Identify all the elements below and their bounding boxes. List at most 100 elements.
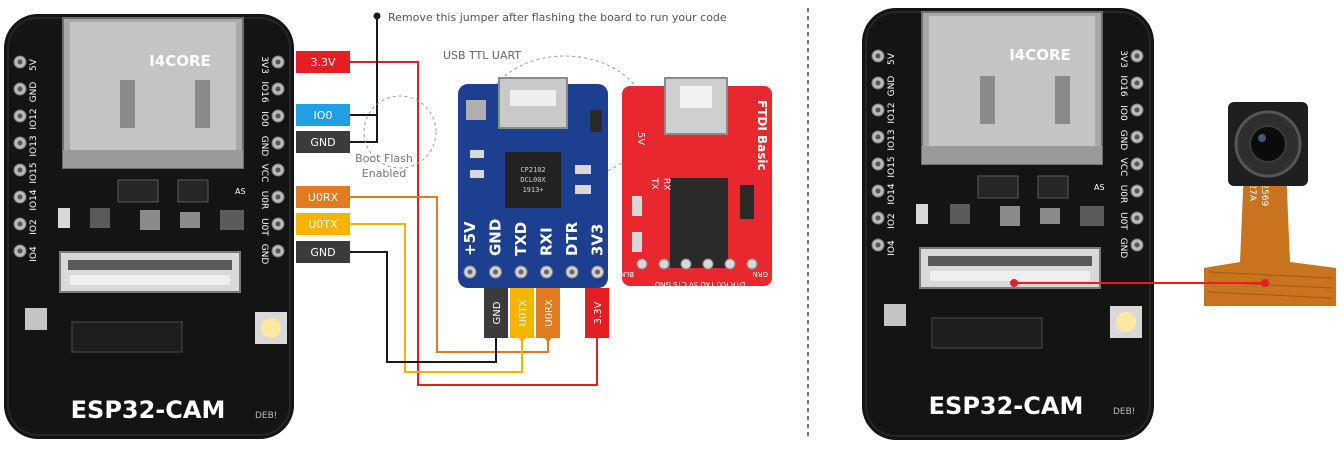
- camera-connection-dot: [1010, 279, 1018, 287]
- header-pin-hole: [17, 167, 23, 173]
- ftdi-pin-pad: [636, 258, 648, 270]
- header-pin-hole: [1134, 161, 1140, 167]
- smd-component: [1040, 208, 1060, 224]
- ftdi-5v-label: 5V: [635, 132, 646, 145]
- sd-card-slot-detail: [120, 80, 210, 128]
- smd-chip: [1037, 175, 1069, 199]
- pin-silkscreen-label: U0T: [1118, 212, 1128, 230]
- chip-marking: CP2102: [520, 166, 545, 174]
- pin-silkscreen-label: IO4: [29, 246, 39, 262]
- smd-component: [950, 204, 970, 224]
- board-tag: DEB!: [255, 411, 277, 421]
- sd-card-slot-cover: [70, 22, 236, 162]
- ftdi-tx-label: TX: [649, 177, 659, 190]
- jumper-dot: [373, 12, 381, 20]
- pin-silkscreen-label: GND: [29, 82, 39, 103]
- pin-silkscreen-label: IO13: [29, 135, 39, 156]
- label-io0-tag: [296, 104, 350, 126]
- pin-silkscreen-label: IO14: [29, 189, 39, 210]
- wire-u0tx: [350, 223, 523, 373]
- header-pin-hole: [275, 167, 281, 173]
- pin-silkscreen-label: GND: [887, 76, 897, 97]
- header-pin-hole: [875, 188, 881, 194]
- label-u0rx-tag: [296, 186, 350, 208]
- uart-pin-hole: [595, 269, 600, 275]
- sd-card-slot-lip: [922, 146, 1102, 164]
- pin-silkscreen-label: IO13: [887, 129, 897, 150]
- header-pin-hole: [17, 248, 23, 254]
- ftdi-pin-pads: [636, 258, 758, 270]
- pin-silkscreen-label: GND: [1118, 130, 1128, 151]
- camera-connector-slot: [928, 256, 1092, 266]
- uart-pin-label: GND: [487, 219, 505, 256]
- uart-pin-hole: [518, 269, 524, 275]
- mini-usb-opening: [680, 86, 712, 108]
- pin-silkscreen-label: U0T: [259, 218, 269, 236]
- uart-pin-hole: [544, 269, 549, 275]
- wire-3v3: [340, 61, 598, 386]
- smd-component: [220, 210, 244, 230]
- usb-ttl-label: USB TTL UART: [443, 49, 521, 62]
- smd-chip: [117, 179, 159, 203]
- camera-connector-latch: [70, 275, 230, 285]
- uart-u0tx-label: U0TX: [518, 300, 529, 327]
- pin-silkscreen-label: GND: [259, 244, 269, 265]
- label-gnd: GND: [310, 136, 335, 149]
- label-gnd2-tag: [296, 241, 350, 263]
- ftdi-grn-label: GRN: [752, 270, 768, 278]
- chip-marking: 1913+: [522, 186, 543, 194]
- label-u0tx-tag: [296, 213, 350, 235]
- board-silkscreen: AS: [235, 187, 246, 196]
- pin-silkscreen-label: GND: [1118, 238, 1128, 259]
- wire-u0rx: [350, 196, 549, 353]
- pin-silkscreen-label: IO0: [1118, 105, 1128, 121]
- smd-component: [180, 212, 200, 228]
- ftdi-pin-pad: [746, 258, 758, 270]
- header-pin-hole: [875, 242, 881, 248]
- header-pin-hole: [275, 248, 281, 254]
- pin-silkscreen-label: IO12: [29, 108, 39, 129]
- pin-silkscreen-label: IO14: [887, 183, 897, 204]
- header-pin-hole: [275, 86, 281, 92]
- header-pin-hole: [275, 113, 281, 119]
- sd-card-slot-lip: [63, 150, 243, 168]
- header-pin-hole: [1134, 107, 1140, 113]
- header-pin-hole: [875, 161, 881, 167]
- pin-silkscreen-label: IO2: [29, 219, 39, 234]
- uart-u0rx-label: U0RX: [544, 299, 555, 327]
- ribbon-marking-2: 0527A: [1247, 172, 1257, 202]
- pin-silkscreen-label: IO12: [887, 102, 897, 123]
- camera-connector-latch: [930, 271, 1090, 281]
- wire-io0-jumper: [350, 16, 378, 116]
- header-pin-hole: [875, 80, 881, 86]
- board-silkscreen: AS: [1094, 183, 1105, 192]
- ftdi-title: FTDI Basic: [755, 100, 769, 171]
- header-pin-hole: [875, 53, 881, 59]
- header-pin-hole: [275, 194, 281, 200]
- wire-gnd-jumper: [350, 115, 378, 143]
- uart-pin-hole: [569, 269, 575, 275]
- camera-connector: [59, 251, 241, 293]
- smd-chip: [177, 179, 209, 203]
- smd-component: [90, 208, 110, 228]
- smd-component: [575, 185, 591, 194]
- header-pin-hole: [275, 59, 281, 65]
- label-gnd-tag: [296, 131, 350, 153]
- sd-card-slot-detail: [980, 76, 1070, 124]
- uart-u0rx-tag: [536, 288, 560, 338]
- boot-flash-highlight: [363, 95, 437, 169]
- ftdi-pin-pad: [680, 258, 692, 270]
- camera-ribbon: [1204, 168, 1336, 306]
- camera-lens: [1249, 125, 1287, 163]
- label-gnd2: GND: [310, 246, 335, 259]
- smd-chip: [977, 175, 1019, 199]
- pin-silkscreen-label: IO15: [887, 156, 897, 177]
- smd-component: [140, 210, 160, 230]
- pin-labels: 3.3V IO0 GND U0RX U0TX GND: [296, 51, 350, 263]
